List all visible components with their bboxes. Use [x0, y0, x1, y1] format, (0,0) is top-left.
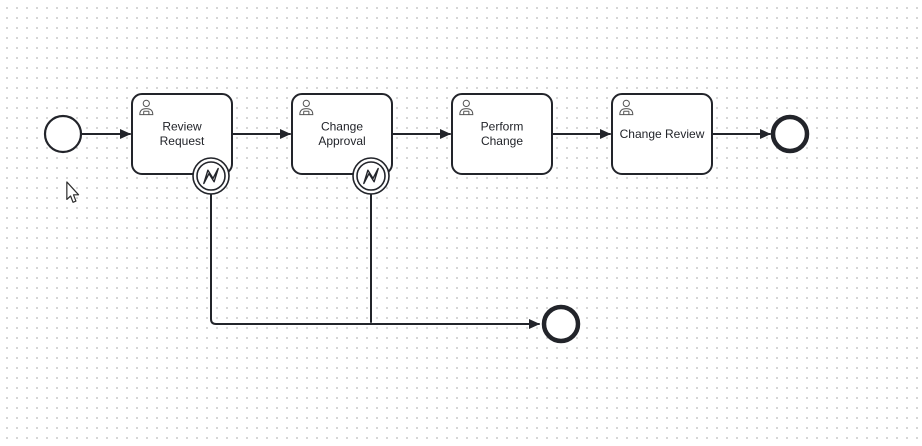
error-event-icon — [363, 167, 379, 185]
user-task-icon — [459, 99, 474, 116]
flow-boundary-review-request-to-error-end[interactable] — [210, 193, 540, 329]
boundary-event-change-approval[interactable] — [352, 157, 390, 195]
boundary-event-review-request[interactable] — [192, 157, 230, 195]
user-task-icon — [619, 99, 634, 116]
task-change-review-label: Change Review — [620, 127, 705, 141]
user-task-icon — [299, 99, 314, 116]
error-event-icon — [203, 167, 219, 185]
user-task-icon — [139, 99, 154, 116]
start-event[interactable] — [43, 114, 83, 154]
task-change-review[interactable]: Change Review — [611, 93, 713, 175]
end-event-main[interactable] — [770, 114, 810, 154]
end-event-error[interactable] — [541, 304, 581, 344]
